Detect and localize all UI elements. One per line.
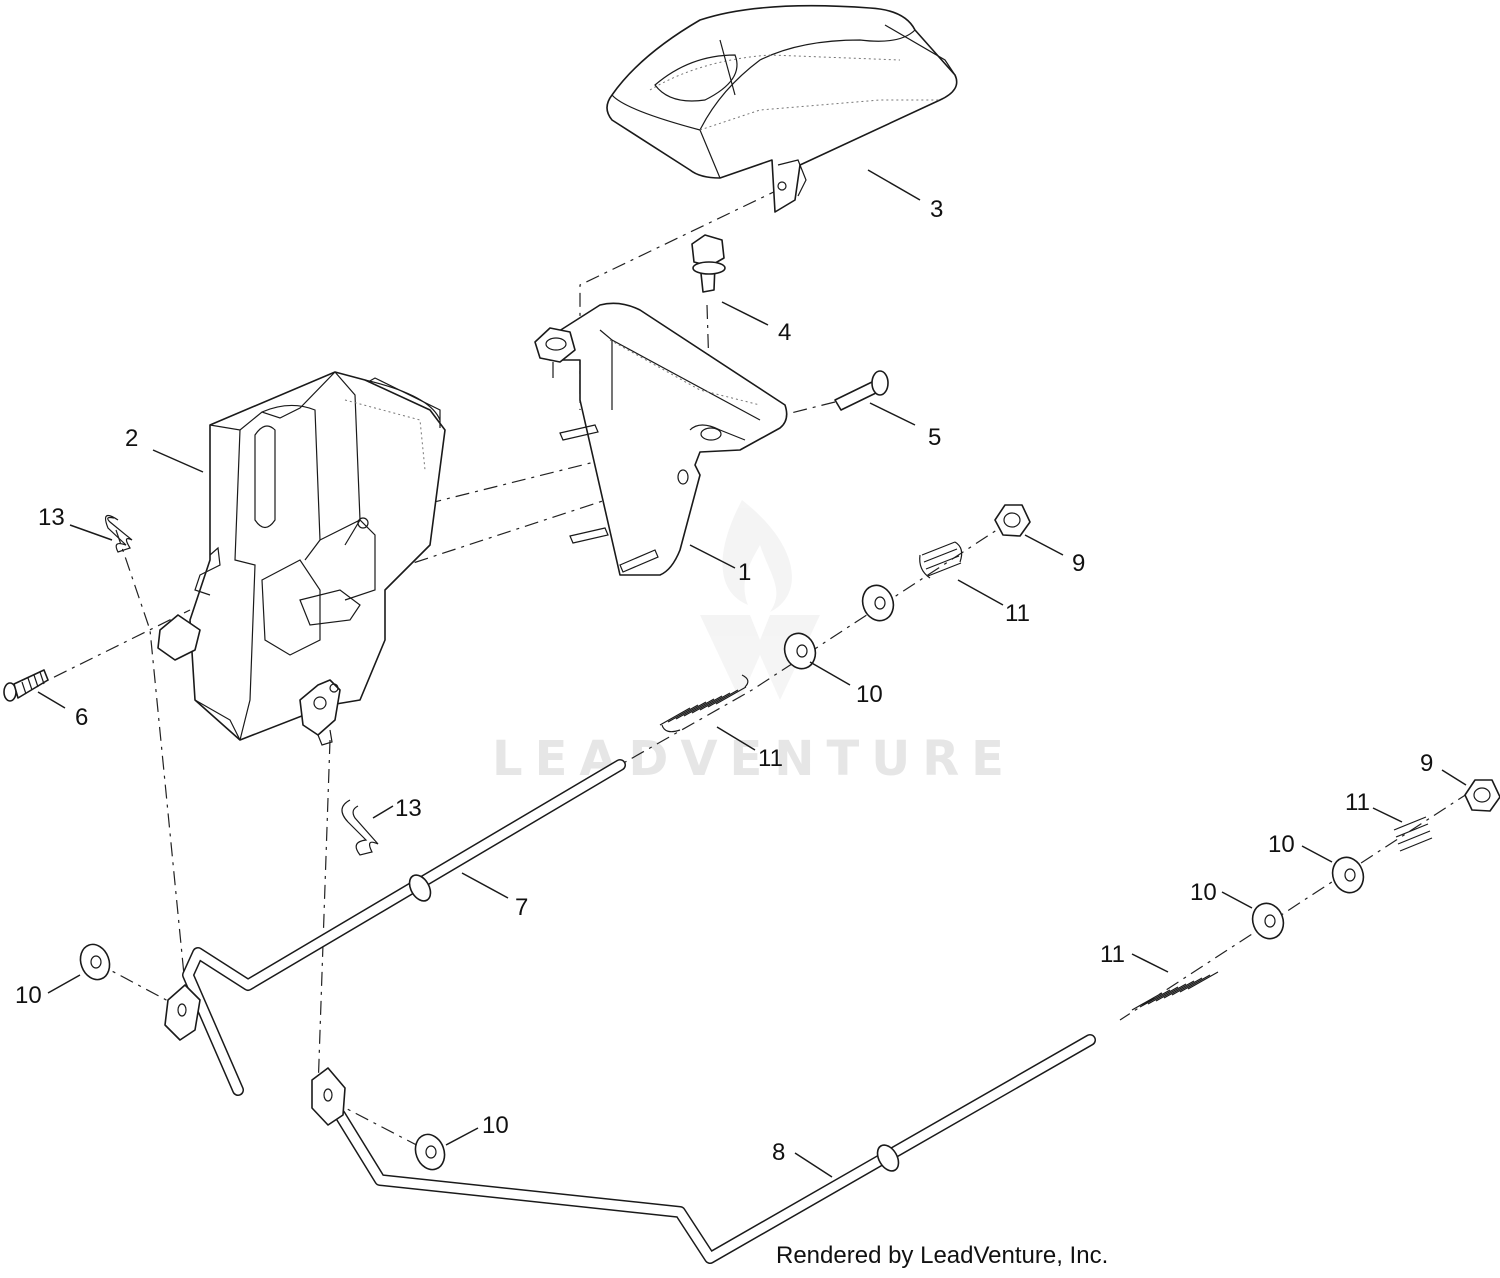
part-7-rod [164,759,626,1096]
watermark-logo [700,500,820,700]
callout-10-lower-right: 10 [1268,831,1295,858]
part-2-control-module [157,371,446,746]
callout-2: 2 [125,425,138,452]
part-3-cover [606,4,958,213]
leader-lines [37,169,1467,1178]
callout-11-upper-short: 11 [1005,600,1030,627]
callout-10-lower-left: 10 [1190,879,1217,906]
callout-10-upper: 10 [856,681,883,708]
callout-11-upper-long: 11 [758,745,783,772]
part-11-spring-lower-long [1131,971,1219,1011]
part-11-spring-upper-long [659,674,749,733]
part-9-nut-upper [994,504,1031,537]
part-4-bolt [691,234,726,293]
callout-10-bottom: 10 [482,1112,509,1139]
part-10-washer-bottom [414,1133,446,1171]
footer-credit: Rendered by LeadVenture, Inc. [776,1242,1109,1269]
callout-6: 6 [75,704,88,731]
callout-9-upper: 9 [1072,550,1085,577]
part-13-hairpin-upper [105,514,133,553]
part-5-pin [834,370,889,411]
callout-8: 8 [772,1139,785,1166]
callout-4: 4 [778,319,791,346]
callouts: 1 2 3 4 5 6 7 8 9 9 10 10 10 10 10 11 11… [15,196,1433,1166]
callout-10-left: 10 [15,982,42,1009]
callout-11-lower-long: 11 [1100,941,1125,968]
callout-13-upper: 13 [38,504,65,531]
part-11-spring-lower-short [1393,816,1433,852]
part-9-nut-lower [1464,779,1500,812]
part-10-washer-lower-left [1251,902,1285,940]
part-8-rod [311,1034,1096,1264]
part-10-washer-upper-left [783,632,817,670]
part-11-spring-upper-short [919,541,963,579]
callout-13-lower: 13 [395,795,422,822]
part-6-screw [3,669,49,702]
callout-9-lower: 9 [1420,750,1433,777]
callout-7: 7 [515,894,528,921]
part-10-washer-left [79,943,111,981]
part-13-hairpin-lower [341,799,379,856]
callout-11-lower-short: 11 [1345,789,1370,816]
callout-5: 5 [928,424,941,451]
watermark-text: LEADVENTURE [492,731,1016,787]
callout-1: 1 [738,559,751,586]
part-1-bracket [534,302,788,576]
part-10-washer-lower-right [1331,856,1365,894]
callout-3: 3 [930,196,943,223]
part-10-washer-upper-right [861,584,895,622]
